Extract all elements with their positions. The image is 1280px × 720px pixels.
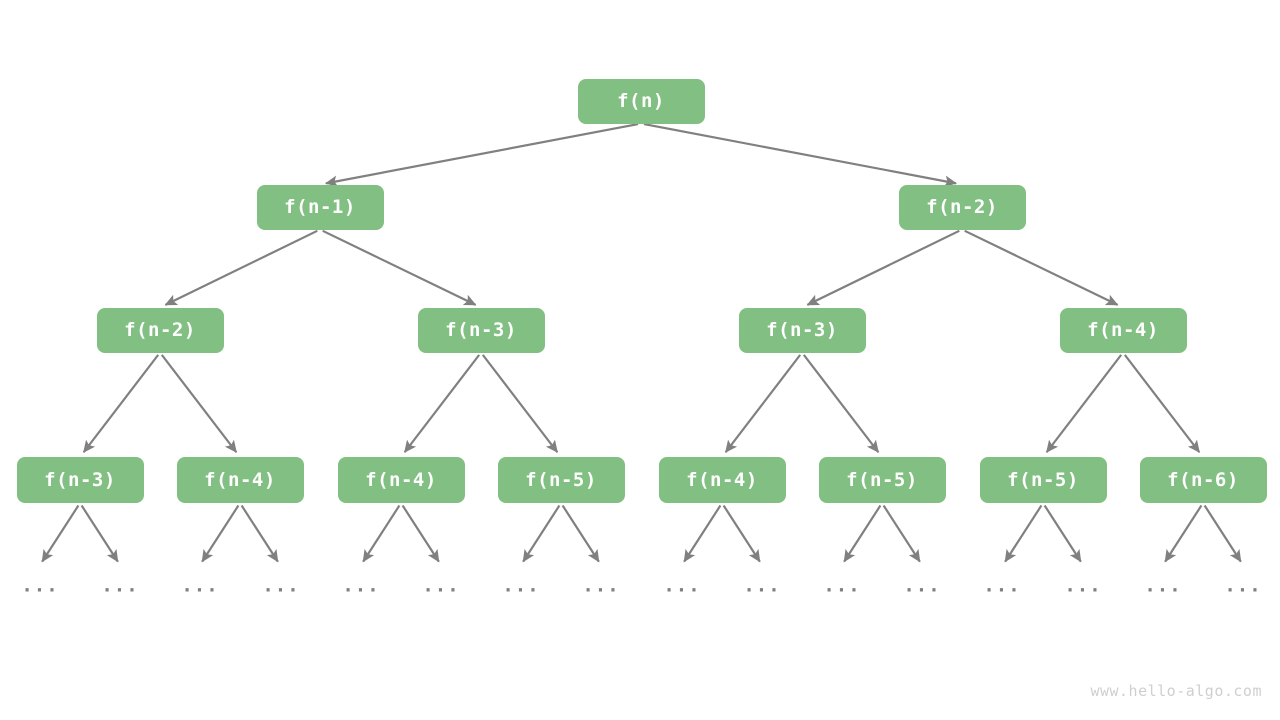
ellipsis-marker: ... bbox=[21, 574, 59, 597]
edge-n5-to-n12 bbox=[802, 354, 880, 453]
tree-node-fn-3: f(n-3) bbox=[417, 307, 545, 353]
ellipsis-marker: ... bbox=[743, 574, 781, 597]
watermark: www.hello-algo.com bbox=[1090, 682, 1262, 700]
stub-edge-14 bbox=[1164, 504, 1203, 563]
tree-node-fn-5: f(n-5) bbox=[818, 457, 946, 503]
ellipsis-marker: ... bbox=[422, 574, 460, 597]
ellipsis-marker: ... bbox=[342, 574, 380, 597]
edge-n2-to-n5 bbox=[806, 229, 960, 306]
edge-n2-to-n6 bbox=[964, 229, 1119, 306]
ellipsis-marker: ... bbox=[181, 574, 219, 597]
stub-edge-12 bbox=[1004, 504, 1043, 563]
ellipsis-marker: ... bbox=[502, 574, 540, 597]
ellipsis-marker: ... bbox=[1144, 574, 1182, 597]
edge-n3-to-n7 bbox=[82, 354, 160, 453]
stub-edge-13 bbox=[1043, 504, 1082, 563]
stub-edge-10 bbox=[843, 504, 882, 563]
edge-n4-to-n9 bbox=[403, 354, 481, 453]
tree-node-fn-1: f(n-1) bbox=[256, 184, 384, 230]
tree-node-fn: f(n) bbox=[577, 78, 705, 124]
stub-edge-6 bbox=[522, 504, 561, 563]
stub-edge-2 bbox=[201, 504, 240, 563]
ellipsis-marker: ... bbox=[1064, 574, 1102, 597]
stub-edge-5 bbox=[401, 504, 440, 563]
ellipsis-marker: ... bbox=[1224, 574, 1262, 597]
edge-n0-to-n1 bbox=[325, 122, 639, 187]
edge-n3-to-n8 bbox=[160, 354, 238, 453]
stub-edge-3 bbox=[240, 504, 279, 563]
edge-n6-to-n13 bbox=[1045, 354, 1123, 453]
ellipsis-marker: ... bbox=[101, 574, 139, 597]
stub-edge-0 bbox=[41, 504, 80, 563]
stub-edge-11 bbox=[882, 504, 921, 563]
stub-edge-1 bbox=[80, 504, 119, 563]
tree-node-fn-4: f(n-4) bbox=[1059, 307, 1187, 353]
stub-edge-9 bbox=[722, 504, 761, 563]
edge-n1-to-n3 bbox=[164, 229, 318, 306]
tree-node-fn-4: f(n-4) bbox=[337, 457, 465, 503]
ellipsis-marker: ... bbox=[823, 574, 861, 597]
stub-edge-4 bbox=[362, 504, 401, 563]
tree-node-fn-5: f(n-5) bbox=[497, 457, 625, 503]
ellipsis-marker: ... bbox=[582, 574, 620, 597]
tree-node-fn-3: f(n-3) bbox=[738, 307, 866, 353]
tree-node-fn-2: f(n-2) bbox=[898, 184, 1026, 230]
tree-node-fn-5: f(n-5) bbox=[979, 457, 1107, 503]
ellipsis-marker: ... bbox=[903, 574, 941, 597]
stub-edge-7 bbox=[561, 504, 600, 563]
tree-node-fn-2: f(n-2) bbox=[96, 307, 224, 353]
tree-node-fn-3: f(n-3) bbox=[16, 457, 144, 503]
stub-edge-15 bbox=[1203, 504, 1242, 563]
tree-node-fn-4: f(n-4) bbox=[176, 457, 304, 503]
edge-n0-to-n2 bbox=[643, 122, 957, 187]
edge-n1-to-n4 bbox=[322, 229, 477, 306]
ellipsis-marker: ... bbox=[663, 574, 701, 597]
ellipsis-marker: ... bbox=[262, 574, 300, 597]
edge-n6-to-n14 bbox=[1123, 354, 1201, 453]
tree-node-fn-4: f(n-4) bbox=[658, 457, 786, 503]
tree-node-fn-6: f(n-6) bbox=[1139, 457, 1267, 503]
ellipsis-marker: ... bbox=[983, 574, 1021, 597]
stub-edge-8 bbox=[683, 504, 722, 563]
edge-n5-to-n11 bbox=[724, 354, 802, 453]
edge-n4-to-n10 bbox=[481, 354, 559, 453]
